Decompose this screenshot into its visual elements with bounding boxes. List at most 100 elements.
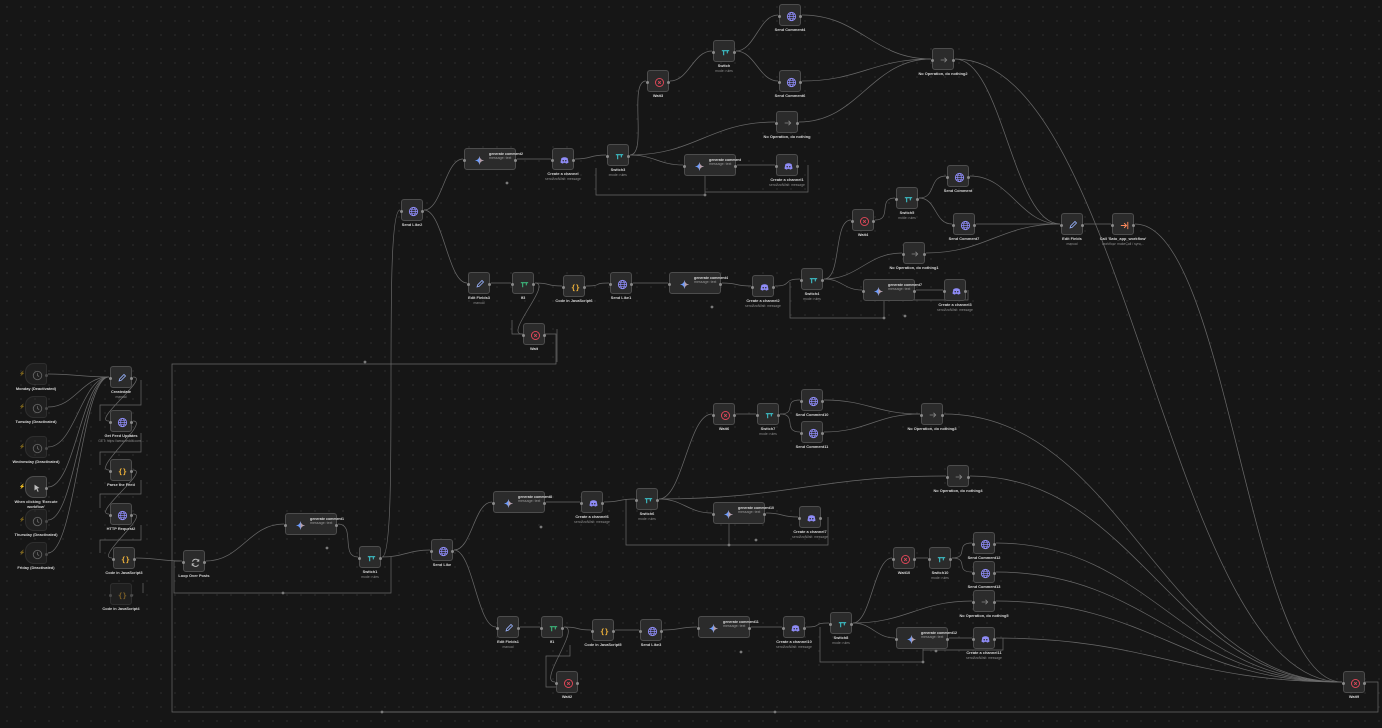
node-wait10[interactable] (892, 547, 916, 569)
output-port[interactable] (796, 121, 799, 125)
output-port[interactable] (572, 158, 575, 162)
output-port[interactable] (532, 282, 535, 286)
input-port[interactable] (972, 571, 975, 575)
node-noop2[interactable] (931, 48, 955, 70)
input-port[interactable] (920, 413, 923, 417)
input-port[interactable] (712, 413, 715, 417)
input-port[interactable] (798, 516, 801, 520)
input-port[interactable] (668, 282, 671, 286)
node-noop1[interactable] (775, 111, 799, 133)
input-port[interactable] (562, 285, 565, 289)
node-monday[interactable]: ⚡ (19, 363, 48, 385)
output-port[interactable] (946, 637, 949, 641)
input-port[interactable] (928, 557, 931, 561)
node-createchannel7[interactable] (798, 506, 822, 528)
input-port[interactable] (829, 622, 832, 626)
node-switch5[interactable] (895, 187, 919, 209)
output-port[interactable] (993, 542, 996, 546)
output-port[interactable] (719, 282, 722, 286)
node-tuesday[interactable]: ⚡ (19, 396, 48, 418)
input-port[interactable] (591, 629, 594, 633)
output-port[interactable] (796, 164, 799, 168)
output-port[interactable] (923, 252, 926, 256)
output-port[interactable] (967, 175, 970, 179)
node-switch6[interactable] (635, 488, 659, 510)
output-port[interactable] (45, 406, 48, 410)
output-port[interactable] (973, 223, 976, 227)
input-port[interactable] (972, 637, 975, 641)
node-switch10[interactable] (928, 547, 952, 569)
input-port[interactable] (496, 626, 499, 630)
output-port[interactable] (45, 373, 48, 377)
output-port[interactable] (130, 593, 133, 597)
connector-dot[interactable] (703, 193, 707, 197)
input-port[interactable] (112, 557, 115, 561)
output-port[interactable] (777, 413, 780, 417)
input-port[interactable] (778, 80, 781, 84)
output-port[interactable] (335, 523, 338, 527)
output-port[interactable] (952, 58, 955, 62)
node-createchannel11[interactable] (972, 627, 996, 649)
input-port[interactable] (862, 289, 865, 293)
connector-dot[interactable] (363, 360, 367, 364)
input-port[interactable] (775, 121, 778, 125)
output-port[interactable] (203, 560, 206, 564)
connector-dot[interactable] (710, 305, 714, 309)
input-port[interactable] (851, 219, 854, 223)
output-port[interactable] (872, 219, 875, 223)
node-sendcomment11[interactable] (800, 421, 824, 443)
node-sendcomment13[interactable] (972, 561, 996, 583)
input-port[interactable] (775, 164, 778, 168)
input-port[interactable] (609, 282, 612, 286)
input-port[interactable] (683, 164, 686, 168)
node-createchannel1[interactable] (775, 154, 799, 176)
input-port[interactable] (972, 600, 975, 604)
output-port[interactable] (630, 282, 633, 286)
connector-dot[interactable] (505, 181, 509, 185)
input-port[interactable] (943, 289, 946, 293)
output-port[interactable] (130, 513, 133, 517)
output-port[interactable] (772, 285, 775, 289)
node-sendcomment10[interactable] (800, 389, 824, 411)
input-port[interactable] (946, 175, 949, 179)
output-port[interactable] (45, 552, 48, 556)
node-thursday[interactable]: ⚡ (19, 509, 48, 531)
input-port[interactable] (895, 197, 898, 201)
output-port[interactable] (993, 637, 996, 641)
output-port[interactable] (517, 626, 520, 630)
node-noop5[interactable] (946, 465, 970, 487)
input-port[interactable] (430, 549, 433, 553)
output-port[interactable] (451, 549, 454, 553)
node-switch3[interactable] (606, 144, 630, 166)
input-port[interactable] (782, 626, 785, 630)
node-switch7[interactable] (756, 403, 780, 425)
input-port[interactable] (1060, 223, 1063, 227)
node-wednesday[interactable]: ⚡ (19, 436, 48, 458)
output-port[interactable] (667, 80, 670, 84)
input-port[interactable] (952, 223, 955, 227)
output-port[interactable] (748, 626, 751, 630)
input-port[interactable] (522, 333, 525, 337)
output-port[interactable] (583, 285, 586, 289)
node-codejs5[interactable]: {} (591, 619, 615, 641)
node-wait9[interactable] (1342, 671, 1366, 693)
output-port[interactable] (488, 282, 491, 286)
input-port[interactable] (463, 158, 466, 162)
connector-dot[interactable] (739, 650, 743, 654)
output-port[interactable] (1081, 223, 1084, 227)
input-port[interactable] (358, 556, 361, 560)
node-switch8[interactable] (829, 612, 853, 634)
output-port[interactable] (133, 557, 136, 561)
output-port[interactable] (45, 486, 48, 490)
node-if1[interactable] (540, 616, 564, 638)
node-sendcomment12[interactable] (972, 532, 996, 554)
output-port[interactable] (803, 626, 806, 630)
input-port[interactable] (555, 681, 558, 685)
output-port[interactable] (734, 164, 737, 168)
output-port[interactable] (379, 556, 382, 560)
output-port[interactable] (821, 431, 824, 435)
connector-dot[interactable] (325, 546, 329, 550)
